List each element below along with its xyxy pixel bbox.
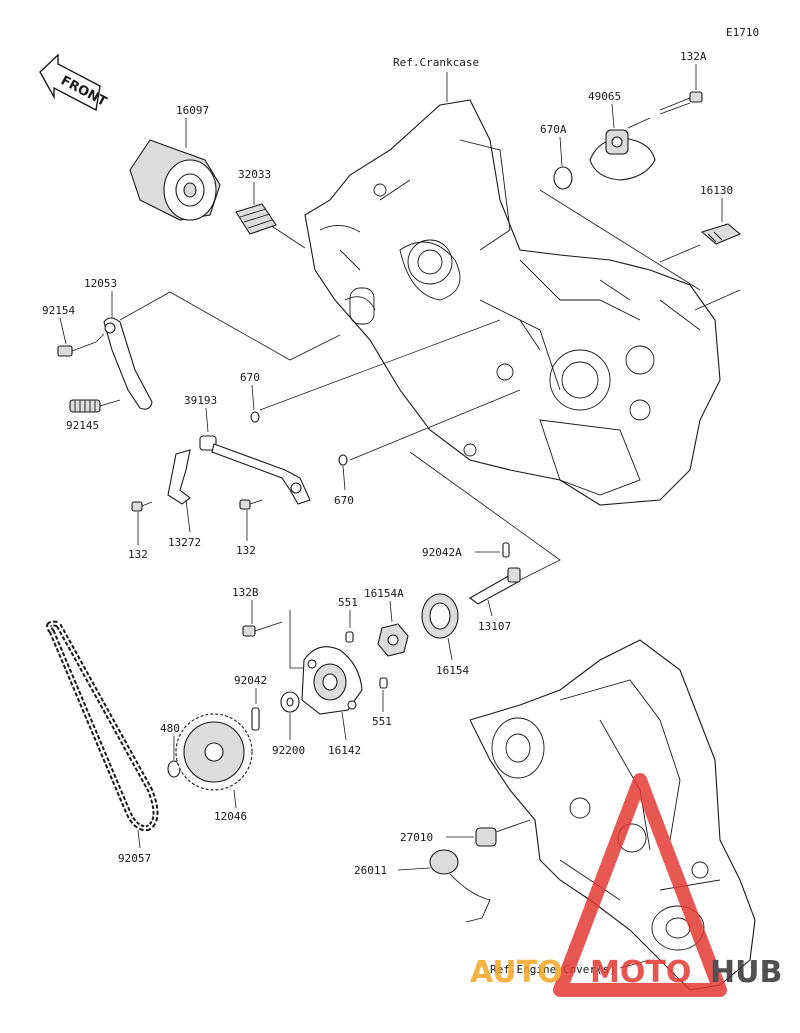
watermark-text-3: HUB (710, 955, 782, 990)
spring-92145: 92145 (66, 399, 121, 432)
label-16130: 16130 (700, 184, 733, 197)
label-92154: 92154 (42, 304, 75, 317)
label-92057: 92057 (118, 852, 151, 865)
label-12046: 12046 (214, 810, 247, 823)
watermark-text-1: AUTO (470, 955, 563, 990)
bolt-132A: 132A (659, 50, 707, 115)
oil-filter-pipe: 32033 (235, 168, 277, 235)
ref-crankcase-label: Ref.Crankcase (393, 56, 479, 69)
oil-pump-body: 16142 (301, 646, 363, 757)
fitting-16130: 16130 (700, 184, 742, 245)
label-132B: 132B (232, 586, 259, 599)
bolt-132B: 132B (232, 586, 283, 637)
label-39193: 39193 (184, 394, 217, 407)
oil-filter: 16097 (129, 104, 221, 221)
sensor-26011: 26011 (354, 849, 491, 923)
label-16154A: 16154A (364, 587, 404, 600)
label-13272: 13272 (168, 536, 201, 549)
bolt-132-left: 132 (128, 501, 153, 561)
label-16154: 16154 (436, 664, 469, 677)
watermark-logo-icon (553, 773, 727, 997)
switch-27010: 27010 (400, 819, 531, 847)
label-551-bottom: 551 (372, 715, 392, 728)
front-arrow-icon: FRONT (39, 53, 109, 112)
shaft-13107: 13107 (469, 567, 521, 633)
pin-92042A: 92042A (422, 542, 510, 559)
label-92042A: 92042A (422, 546, 462, 559)
watermark-text-2: MOTO (590, 955, 691, 990)
outer-rotor-16154: 16154 (421, 593, 469, 677)
label-32033: 32033 (238, 168, 271, 181)
part-49065: 49065 (588, 90, 656, 181)
label-13107: 13107 (478, 620, 511, 633)
label-92042: 92042 (234, 674, 267, 687)
label-16097: 16097 (176, 104, 209, 117)
o-ring-lower: 670 (334, 454, 354, 507)
label-26011: 26011 (354, 864, 387, 877)
o-ring-670A: 670A (540, 123, 573, 190)
assembly-lines (119, 189, 741, 669)
label-132A: 132A (680, 50, 707, 63)
label-670A: 670A (540, 123, 567, 136)
label-27010: 27010 (400, 831, 433, 844)
label-92200: 92200 (272, 744, 305, 757)
label-12053: 12053 (84, 277, 117, 290)
oil-pipe: 39193 (184, 394, 311, 505)
label-16142: 16142 (328, 744, 361, 757)
circlip-480: 480 (160, 722, 181, 778)
label-49065: 49065 (588, 90, 621, 103)
plate-13272: 13272 (167, 449, 201, 549)
ref-engine-cover-label: Ref.Engine Cover(s) (490, 963, 616, 976)
pin-551-bottom: 551 (372, 677, 392, 728)
label-132-right: 132 (236, 544, 256, 557)
sprocket-12046: 12046 (175, 713, 253, 823)
label-92145: 92145 (66, 419, 99, 432)
watermark: AUTO MOTO HUB (470, 773, 782, 997)
inner-rotor-16154A: 16154A (364, 587, 409, 657)
diagram-code: E1710 (726, 26, 759, 39)
pin-551-top: 551 (338, 596, 358, 643)
label-670-lower: 670 (334, 494, 354, 507)
label-132-left: 132 (128, 548, 148, 561)
chain-guide: 12053 (84, 277, 153, 410)
pin-92042: 92042 (234, 674, 267, 731)
bolt-132-right: 132 (236, 499, 263, 557)
washer-92200: 92200 (272, 691, 305, 757)
label-670-upper: 670 (240, 371, 260, 384)
chain-92057: 92057 (46, 620, 159, 865)
bolt-92154: 92154 (42, 304, 105, 357)
label-551-top: 551 (338, 596, 358, 609)
label-480: 480 (160, 722, 180, 735)
crankcase-reference: Ref.Crankcase (304, 56, 721, 506)
engine-cover-reference: Ref.Engine Cover(s) (469, 639, 756, 991)
o-ring-upper: 670 (240, 371, 260, 423)
